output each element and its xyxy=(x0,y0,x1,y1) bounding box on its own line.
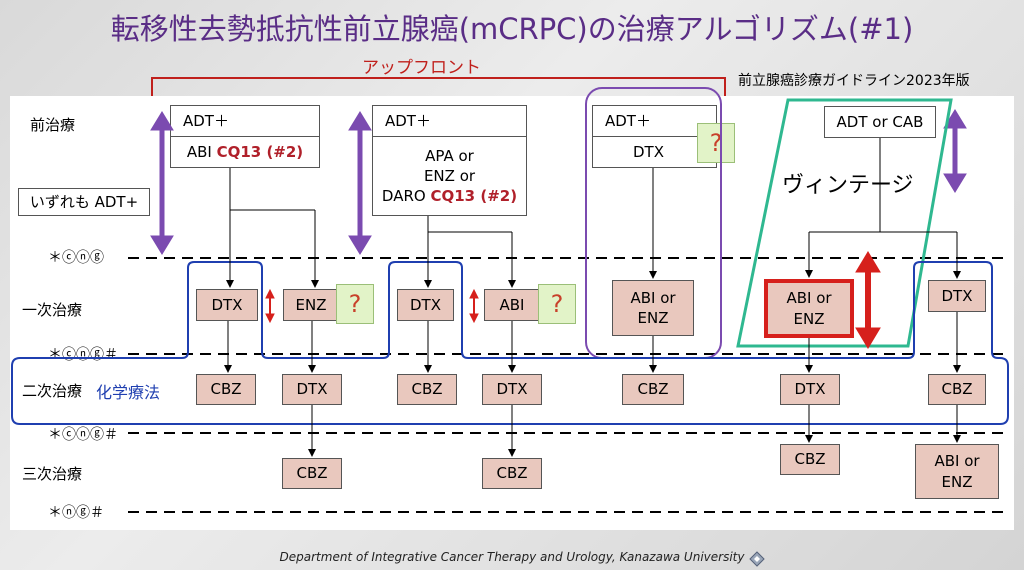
second-line-1: CBZ xyxy=(196,374,256,405)
marker-4: ＊ⓝⓖ＃ xyxy=(48,505,104,521)
vintage-label: ヴィンテージ xyxy=(782,173,914,198)
chemo-label: 化学療法 xyxy=(96,383,161,402)
row-label-pre: 前治療 xyxy=(30,116,76,134)
second-line-7: CBZ xyxy=(928,374,986,405)
first-line-6: ABI or ENZ xyxy=(764,279,854,338)
pre-box-2-top: ADT＋ xyxy=(372,105,527,137)
chemo-outline xyxy=(11,261,1009,425)
row-label-second: 二次治療 xyxy=(22,382,83,400)
pre-box-2-line-3: DARO xyxy=(381,187,426,206)
purple-double-arrow-3 xyxy=(943,109,967,193)
first-line-7: DTX xyxy=(928,280,986,312)
second-line-5: CBZ xyxy=(622,374,684,405)
marker-1: ＊ⓒⓝⓖ xyxy=(48,250,104,266)
first-line-4: ABI xyxy=(484,289,540,321)
upfront-bracket xyxy=(151,77,726,96)
university-logo-icon xyxy=(749,551,765,567)
third-line-4: CBZ xyxy=(482,458,542,489)
third-line-6: CBZ xyxy=(780,444,840,475)
purple-double-arrow-2 xyxy=(348,111,372,255)
third-line-2: CBZ xyxy=(282,458,342,489)
pre-box-1-top: ADT＋ xyxy=(170,105,320,137)
pre-box-2-line-2: ENZ or xyxy=(423,166,476,185)
second-line-6: DTX xyxy=(780,374,840,405)
second-line-2: DTX xyxy=(282,374,342,405)
pre-box-2-line-1: APA or xyxy=(425,146,474,165)
first-line-3: DTX xyxy=(397,289,454,321)
pre-box-1-drug: ABI xyxy=(186,142,212,161)
question-icon-enz: ? xyxy=(336,284,374,324)
third-line-7: ABI or ENZ xyxy=(915,444,999,499)
first-line-1: DTX xyxy=(196,289,258,321)
question-icon-abi: ? xyxy=(538,284,576,324)
second-line-4: DTX xyxy=(482,374,542,405)
upfront-label: アップフロント xyxy=(362,58,481,78)
footer-text: Department of Integrative Cancer Therapy… xyxy=(279,550,745,564)
pre-box-2-bottom: APA or ENZ or DARO CQ13 (#2) xyxy=(372,136,527,216)
row-label-first: 一次治療 xyxy=(22,301,83,319)
pre-box-1-bottom: ABI CQ13 (#2) xyxy=(170,136,320,168)
row-label-third: 三次治療 xyxy=(22,465,83,483)
first-line-5: ABI or ENZ xyxy=(612,280,694,336)
guideline-label: 前立腺癌診療ガイドライン2023年版 xyxy=(738,73,970,89)
vintage-outline xyxy=(736,98,953,348)
page-title: 転移性去勢抵抗性前立腺癌(mCRPC)の治療アルゴリズム(#1) xyxy=(110,12,914,46)
pre-box-2-ref: CQ13 (#2) xyxy=(430,187,518,206)
small-red-arrow-1 xyxy=(265,288,275,324)
all-adt-label: いずれも ADT+ xyxy=(18,188,150,216)
second-line-3: CBZ xyxy=(397,374,457,405)
question-icon-dtx: ? xyxy=(697,123,735,163)
pre-box-1-ref: CQ13 (#2) xyxy=(216,142,304,161)
pre-box-3-bottom: DTX xyxy=(592,136,717,168)
marker-3: ＊ⓒⓝⓖ＃ xyxy=(48,427,118,443)
purple-double-arrow-1 xyxy=(150,111,174,255)
pre-box-4: ADT or CAB xyxy=(824,106,936,138)
first-line-2: ENZ xyxy=(283,289,339,321)
big-red-arrow xyxy=(855,251,881,349)
small-red-arrow-2 xyxy=(469,288,479,324)
